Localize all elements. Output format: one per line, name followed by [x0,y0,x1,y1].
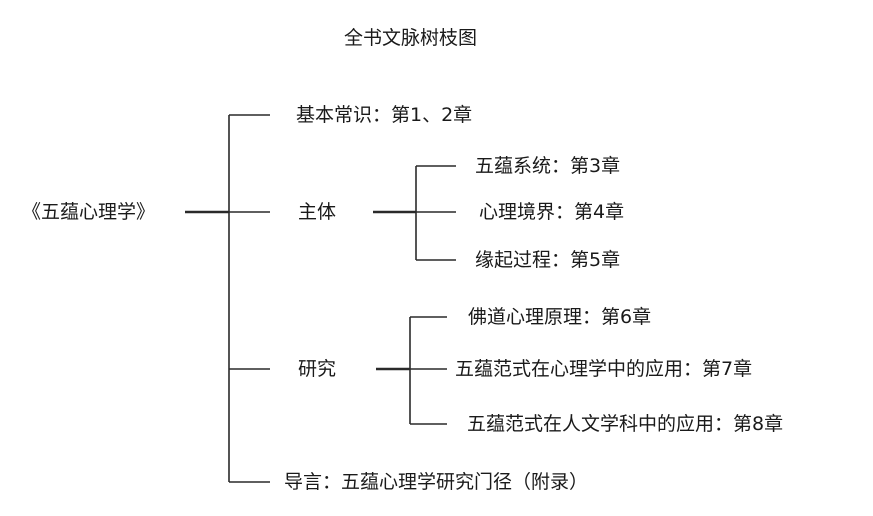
branch-basics: 基本常识：第1、2章 [296,104,473,126]
branch-subject: 主体 [298,201,337,223]
research-child-2: 五蕴范式在心理学中的应用：第7章 [455,358,753,380]
diagram-title: 全书文脉树枝图 [344,27,478,49]
research-child-3: 五蕴范式在人文学科中的应用：第8章 [467,413,784,435]
branch-research: 研究 [298,358,337,380]
root-node: 《五蕴心理学》 [22,201,156,223]
branch-intro: 导言：五蕴心理学研究门径（附录） [284,471,589,493]
research-child-1: 佛道心理原理：第6章 [468,306,652,328]
subject-child-3: 缘起过程：第5章 [475,249,621,271]
subject-child-1: 五蕴系统：第3章 [475,155,621,177]
subject-child-2: 心理境界：第4章 [479,201,625,223]
